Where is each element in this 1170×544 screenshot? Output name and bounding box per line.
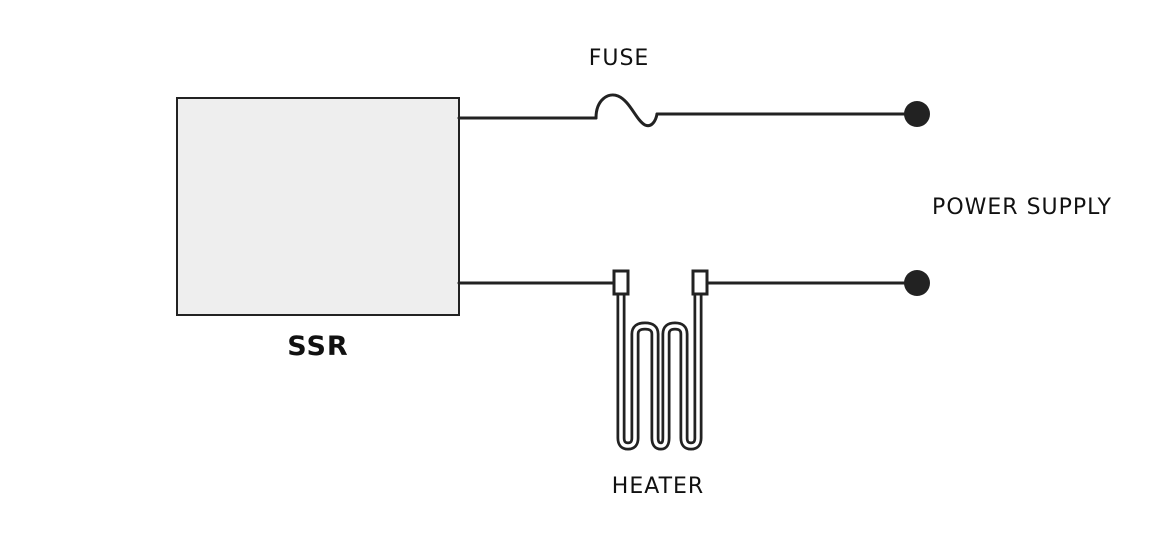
- heater-terminal-right: [691, 269, 709, 296]
- power-supply-terminal-top: [904, 101, 930, 127]
- fuse-symbol: [594, 93, 659, 128]
- ssr-box: [176, 97, 460, 316]
- fuse-label: FUSE: [589, 46, 650, 71]
- power-supply-terminal-bottom: [904, 270, 930, 296]
- heater-label: HEATER: [612, 474, 704, 499]
- heater-coil-inner: [619, 292, 700, 448]
- heater-terminal-left: [612, 269, 630, 296]
- power-supply-label: POWER SUPPLY: [932, 195, 1112, 220]
- heater-coil: [616, 289, 703, 451]
- ssr-label: SSR: [287, 331, 348, 362]
